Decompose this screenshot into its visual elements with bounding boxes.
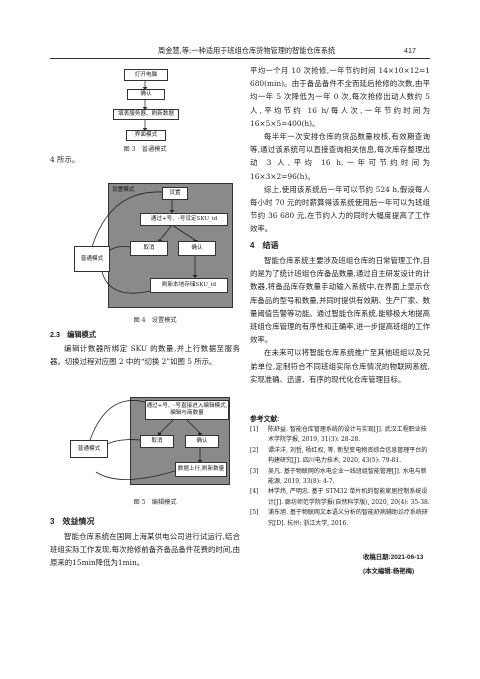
fig5-caption: 图 5 编辑模式 bbox=[133, 499, 177, 506]
section-2-3-body: 编辑计数器所绑定 SKU 的数量,并上行数据至服务器。切换过程对应图 2 中的“… bbox=[50, 342, 240, 368]
reference-text: 陈舒益. 智能仓库管理系统的设计与实现[J]. 武汉工程职业技术学院学报, 20… bbox=[268, 426, 427, 444]
reference-item: [5] 浦东旭. 基于物联网文本语义分析的智能舒病辅助诊疗系统研究[D]. 杭州:… bbox=[250, 508, 430, 529]
fig3-box-interface-mode: 界面模式 bbox=[126, 130, 166, 141]
fig3-caption: 图 3 普通模式 bbox=[123, 146, 167, 153]
fig5-box-cancel: 取消 bbox=[140, 435, 174, 448]
reference-text: 谭洋洋, 刘哲, 杨红权, 等. 新型变电物资综合信息管理平台的构建研究[J].… bbox=[268, 446, 428, 465]
header-rule bbox=[50, 58, 430, 59]
editor-note: (本文编辑:杨艳梅) bbox=[363, 568, 415, 575]
section-3-text: 智能仓库系统在国网上海某供电公司进行试运行,结合班组实际工作发现,每次抢修前备齐… bbox=[50, 532, 240, 568]
reference-item: [2] 谭洋洋, 刘哲, 杨红权, 等. 新型变电物资综合信息管理平台的构建研究[… bbox=[250, 446, 430, 467]
reference-number: [5] bbox=[250, 509, 259, 517]
fig3-box-open-pc: 打开电脑 bbox=[124, 69, 168, 81]
fig3-box-upload: 填表服务器、刷新数据 bbox=[113, 109, 179, 120]
references-title: 参考文献: bbox=[250, 416, 280, 423]
reference-number: [2] bbox=[250, 446, 259, 454]
section-4-title: 4 结语 bbox=[250, 241, 279, 250]
received-date: 收稿日期:2021-06-13 bbox=[363, 554, 424, 561]
fig4-box-cancel: 取消 bbox=[130, 241, 168, 256]
left-intro-text: 4 所示。 bbox=[50, 155, 80, 164]
references-list: [1] 陈舒益. 智能仓库管理系统的设计与实现[J]. 武汉工程职业技术学院学报,… bbox=[250, 425, 430, 529]
reference-item: [1] 陈舒益. 智能仓库管理系统的设计与实现[J]. 武汉工程职业技术学院学报,… bbox=[250, 425, 430, 446]
section-2-3-title: 2.3 编辑模式 bbox=[50, 330, 96, 339]
reference-text: 吴凡. 基于物联网的水电企业一线班组智能管理[J]. 水电与新能源, 2019,… bbox=[268, 467, 427, 486]
fig4-box-refresh-sku: 刷新本地存储SKU_id bbox=[150, 278, 228, 293]
reference-item: [4] 林学炜, 严明忠. 基于 STM32 单片机的智能家居控制系统设计[J].… bbox=[250, 487, 430, 508]
reference-text: 林学炜, 严明忠. 基于 STM32 单片机的智能家居控制系统设计[J]. 廊坊… bbox=[268, 488, 430, 506]
reference-number: [4] bbox=[250, 488, 259, 496]
section-4-paragraph-1: 智能仓库系统主要涉及班组仓库的日常管理工作,目的是为了统计班组仓库备品数量,通过… bbox=[250, 256, 430, 345]
fig5-box-edit-mode: 通过+号、-号直接进入编辑模式,编辑与商数量 bbox=[145, 400, 229, 420]
reference-number: [1] bbox=[250, 426, 259, 433]
fig4-box-confirm: 确认 bbox=[178, 241, 216, 256]
page-header: 周金慧,等:一种适用于班组仓库货物管理的智能仓库系统 417 bbox=[0, 45, 480, 59]
fig4-container-label: 设置模式 bbox=[112, 187, 135, 193]
fig3-box-confirm: 确认 bbox=[127, 89, 165, 100]
section-3-title: 3 效益情况 bbox=[50, 517, 95, 526]
fig4-box-normal-mode: 普通模式 bbox=[74, 246, 110, 272]
fig4-box-set-sku: 通过+号、-号设定SKU_id bbox=[140, 213, 228, 226]
section-4-body: 智能仓库系统主要涉及班组仓库的日常管理工作,目的是为了统计班组仓库备品数量,通过… bbox=[250, 254, 430, 386]
page-number: 417 bbox=[404, 46, 416, 55]
fig4-caption: 图 4 设置模式 bbox=[133, 317, 177, 324]
section-4-paragraph-2: 在未来可以将智能仓库系统推广至其他班组以及兄弟单位,定制符合不同班组实际仓库情况… bbox=[250, 348, 430, 384]
fig5-box-normal-mode: 普通模式 bbox=[70, 440, 108, 458]
reference-number: [3] bbox=[250, 467, 259, 475]
reference-text: 浦东旭. 基于物联网文本语义分析的智能舒病辅助诊疗系统研究[D]. 杭州: 浙江… bbox=[268, 509, 428, 527]
left-intro: 4 所示。 bbox=[50, 153, 240, 166]
fig4-box-settings: 设置 bbox=[162, 187, 188, 200]
section-2-3-text: 编辑计数器所绑定 SKU 的数量,并上行数据至服务器。切换过程对应图 2 中的“… bbox=[50, 344, 240, 367]
right-column-body: 平均一个月 10 次抢修,一年节约时间 14×10×12=1 680(min)。… bbox=[250, 64, 430, 236]
right-paragraph-1: 平均一个月 10 次抢修,一年节约时间 14×10×12=1 680(min)。… bbox=[250, 66, 430, 128]
fig5-box-confirm: 确认 bbox=[185, 435, 219, 448]
right-paragraph-2: 每半年一次安排仓库的货品数量校核,有效期查询等,通过该系统可以直接查询相关信息,… bbox=[250, 132, 430, 181]
reference-item: [3] 吴凡. 基于物联网的水电企业一线班组智能管理[J]. 水电与新能源, 20… bbox=[250, 467, 430, 488]
section-3-body: 智能仓库系统在国网上海某供电公司进行试运行,结合班组实际工作发现,每次抢修前备齐… bbox=[50, 530, 240, 570]
right-paragraph-3: 综上,使用该系统后一年可以节约 524 h,假设每人每小时 70 元的时薪算得该… bbox=[250, 184, 430, 234]
fig5-box-upload-refresh: 数据上行,刷新数量 bbox=[175, 462, 227, 477]
running-title: 周金慧,等:一种适用于班组仓库货物管理的智能仓库系统 bbox=[158, 46, 336, 55]
